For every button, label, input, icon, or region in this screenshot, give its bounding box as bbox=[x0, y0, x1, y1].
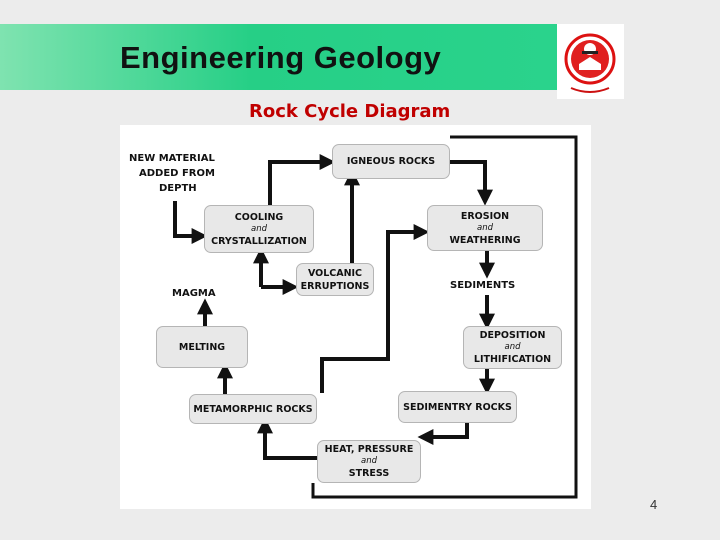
deposition-lithification-node: DEPOSITION and LITHIFICATION bbox=[463, 326, 562, 369]
university-logo bbox=[557, 24, 624, 99]
igneous-rocks-node: IGNEOUS ROCKS bbox=[332, 144, 450, 179]
erosion-weathering-node: EROSION and WEATHERING bbox=[427, 205, 543, 251]
slide-title: Engineering Geology bbox=[120, 40, 442, 75]
metamorphic-rocks-node: METAMORPHIC ROCKS bbox=[189, 394, 317, 424]
arrow-metamorphic-to-erosion bbox=[320, 224, 430, 393]
diagram-heading: Rock Cycle Diagram bbox=[249, 101, 451, 122]
outer-loop-line bbox=[311, 135, 578, 499]
cycle-arrows bbox=[173, 135, 578, 499]
new-material-label: NEW MATERIAL ADDED FROM DEPTH bbox=[129, 153, 215, 194]
melting-node: MELTING bbox=[156, 326, 248, 368]
arrow-igneous-to-erosion bbox=[450, 160, 493, 206]
page-number: 4 bbox=[650, 497, 658, 512]
arrow-cooling-to-igneous bbox=[268, 154, 336, 205]
magma-label: MAGMA bbox=[172, 288, 216, 299]
sedimentary-rocks-node: SEDIMENTRY ROCKS bbox=[398, 391, 517, 423]
header-band bbox=[0, 24, 557, 90]
arrow-sedimentary-to-heat bbox=[417, 423, 469, 445]
rock-cycle-diagram: NEW MATERIAL ADDED FROM DEPTH MAGMA SEDI… bbox=[120, 125, 591, 509]
heat-pressure-stress-node: HEAT, PRESSURE and STRESS bbox=[317, 440, 421, 483]
arrow-heat-to-metamorphic bbox=[257, 417, 317, 460]
sediments-label: SEDIMENTS bbox=[450, 280, 516, 291]
cooling-crystallization-node: COOLING and CRYSTALLIZATION bbox=[204, 205, 314, 253]
volcanic-eruptions-node: VOLCANIC ERRUPTIONS bbox=[296, 263, 374, 296]
arrow-new-material-to-cooling bbox=[173, 201, 208, 244]
